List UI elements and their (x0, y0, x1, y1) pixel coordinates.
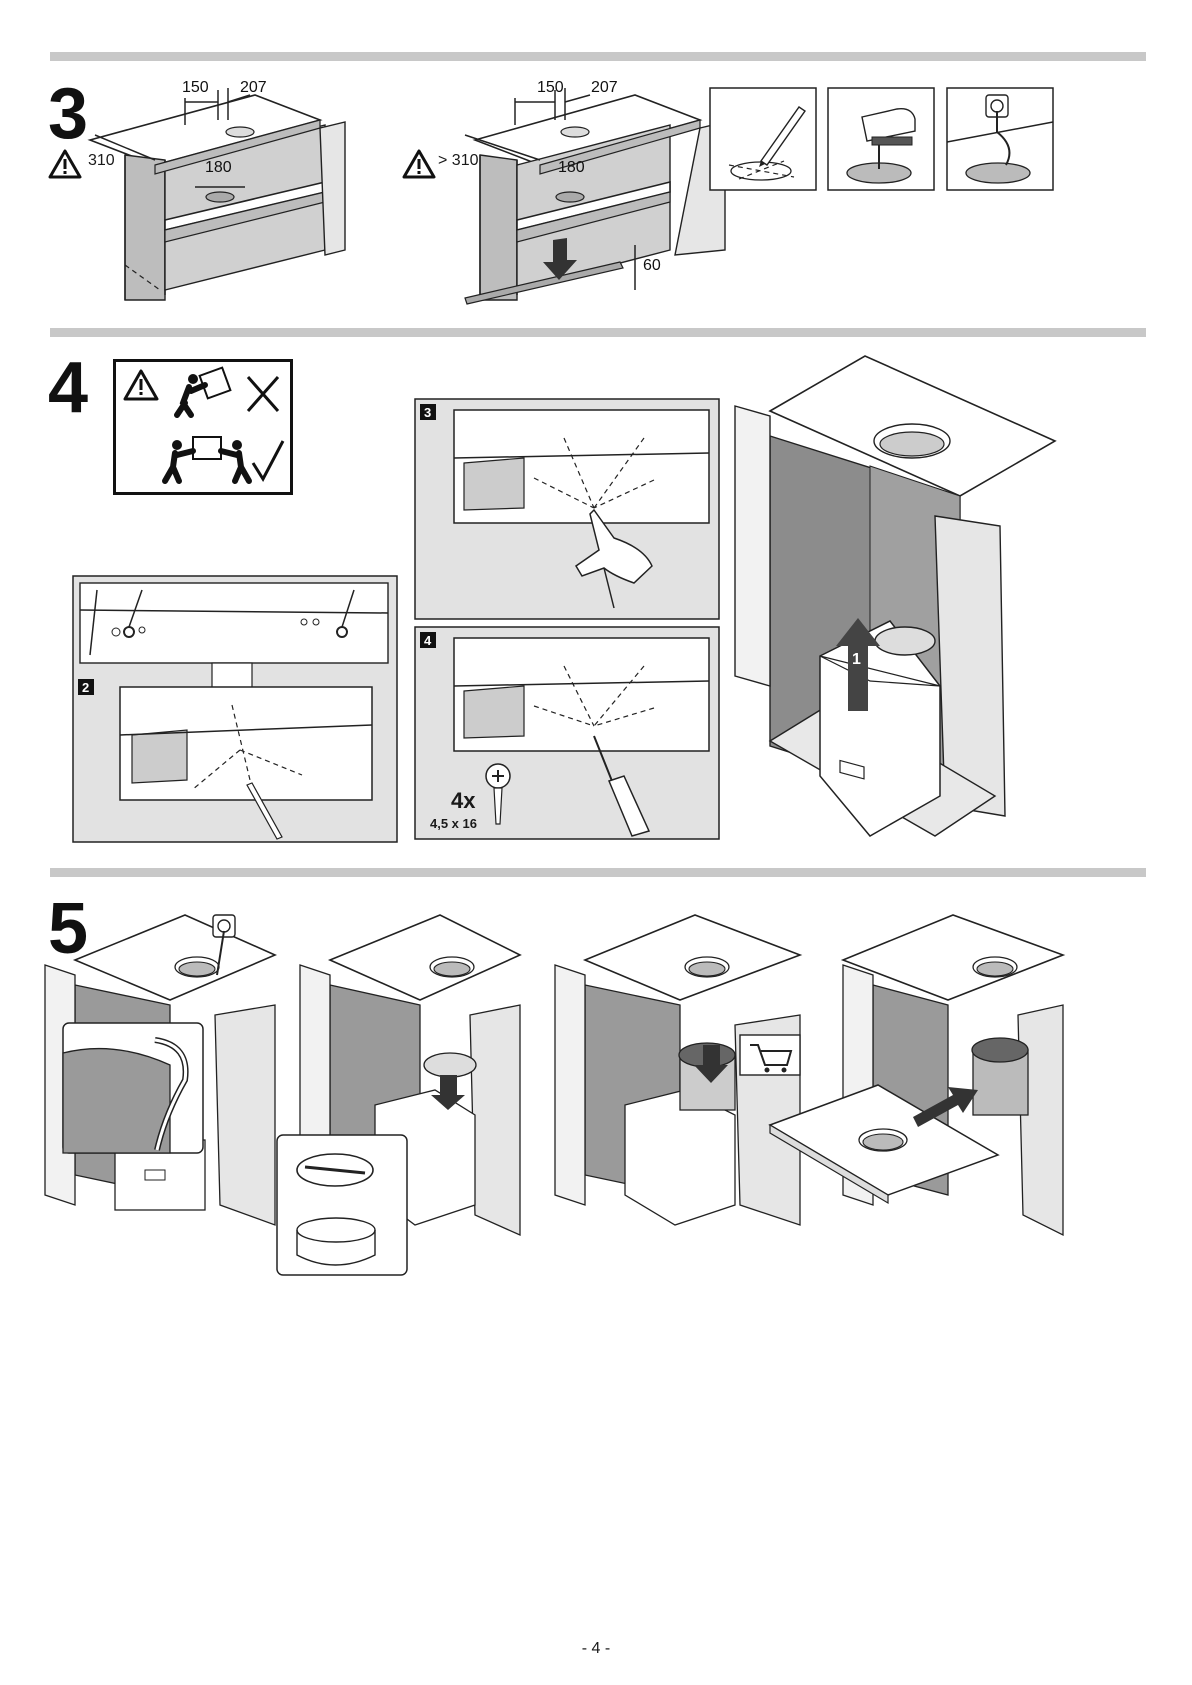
install-cover-panel-scene (768, 905, 1063, 1235)
power-cable-panel (946, 87, 1054, 191)
mark-cutout-panel (709, 87, 817, 191)
drill-holes-panel: 3 (414, 398, 720, 620)
attach-duct-scene (555, 905, 800, 1225)
svg-text:180: 180 (205, 159, 232, 176)
cut-cutout-panel (827, 87, 935, 191)
fit-check-valve-scene (275, 905, 520, 1285)
section-divider-3 (50, 52, 1146, 61)
svg-text:60: 60 (643, 257, 661, 274)
svg-text:150: 150 (537, 79, 564, 96)
install-hood-into-cabinet: 1 (730, 356, 1060, 846)
svg-text:2: 2 (82, 680, 89, 695)
warning-icon (402, 149, 436, 179)
step-number-4: 4 (48, 352, 88, 424)
depth-dimension-label: > 310 (438, 152, 478, 170)
warning-icon (48, 149, 82, 179)
svg-text:1: 1 (852, 651, 861, 668)
cabinet-cutout-diagram-left: 150 207 180 (45, 70, 365, 310)
section-divider-4 (50, 328, 1146, 337)
route-power-cable-scene (45, 905, 275, 1225)
svg-text:4: 4 (424, 633, 432, 648)
section-divider-5 (50, 868, 1146, 877)
svg-text:3: 3 (424, 405, 431, 420)
svg-text:180: 180 (558, 159, 585, 176)
screw-size: 4,5 x 16 (430, 816, 477, 831)
svg-text:150: 150 (182, 79, 209, 96)
two-person-lift-warning (113, 359, 293, 495)
page-number: - 4 - (0, 1640, 1192, 1658)
mark-holes-panel: 2 (72, 575, 398, 843)
svg-text:207: 207 (591, 79, 618, 96)
depth-dimension-label: 310 (88, 152, 115, 170)
svg-text:207: 207 (240, 79, 267, 96)
screw-count: 4x (451, 788, 475, 814)
